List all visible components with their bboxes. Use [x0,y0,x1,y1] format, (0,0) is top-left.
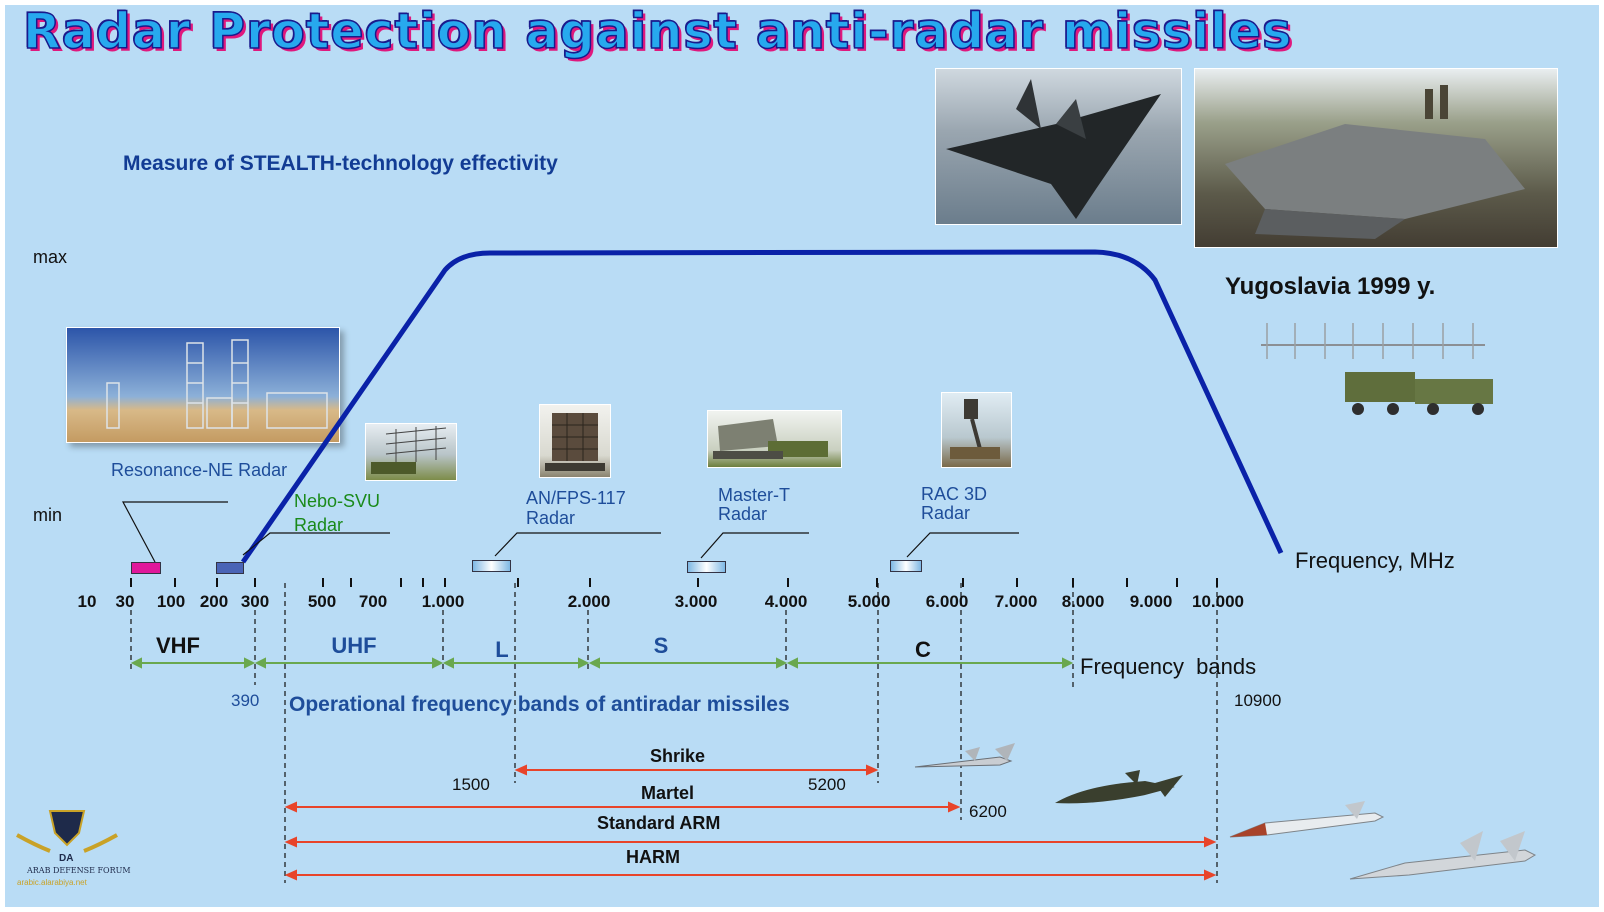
frequency-axis-label: Frequency, MHz [1295,548,1455,574]
range-high-label: 10900 [1234,691,1281,711]
resonance-ne-label: Resonance-NE Radar [111,460,287,480]
missiles-heading: Operational frequency bands of antiradar… [289,693,790,717]
martel-high-label: 6200 [969,802,1007,822]
frequency-axis [131,578,1217,587]
rac-3d-label: RAC 3D [921,484,987,504]
shrike-high-label: 5200 [808,775,846,795]
martel-missile-icon [1055,770,1183,803]
rac-3d-label-2: Radar [921,503,970,523]
tick-label: 7.000 [995,592,1038,612]
yugoslavia-caption: Yugoslavia 1999 y. [1225,273,1435,301]
missile-arrows [287,766,1214,879]
tick-label: 500 [308,592,336,612]
master-t-swatch [687,561,726,573]
band-c: C [915,637,931,663]
logo-mono: DA [59,853,73,864]
standard-arm-label: Standard ARM [597,813,720,834]
arab-defense-forum-logo [17,811,117,851]
nebo-svu-label-2: Radar [294,515,343,535]
band-l: L [495,637,508,663]
standard-arm-missile-icon [1230,801,1383,837]
band-s: S [654,633,669,659]
tick-label: 9.000 [1130,592,1173,612]
tick-label: 5.000 [848,592,891,612]
nebo-svu-label: Nebo-SVU [294,491,380,511]
martel-label: Martel [641,783,694,804]
tick-label: 8.000 [1062,592,1105,612]
tick-label: 3.000 [675,592,718,612]
band-vhf: VHF [156,633,200,659]
band-uhf: UHF [331,633,376,659]
tick-label: 1.000 [422,592,465,612]
diagram-canvas [5,5,1599,907]
tick-label: 10 [78,592,97,612]
tick-label: 200 [200,592,228,612]
tick-label: 10.000 [1192,592,1244,612]
slide: { "title": "Radar Protection against ant… [5,5,1599,907]
tick-label: 30 [116,592,135,612]
tick-label: 6.000 [926,592,969,612]
range-low-label: 390 [231,691,259,711]
logo-line1: ARAB DEFENSE FORUM [27,866,131,875]
frequency-bands-label: Frequency bands [1080,654,1256,680]
an-fps-117-swatch [472,560,511,572]
tick-label: 100 [157,592,185,612]
master-t-label-2: Radar [718,504,767,524]
nebo-svu-swatch [216,562,244,574]
master-t-label: Master-T [718,485,790,505]
shrike-label: Shrike [650,746,705,767]
rac-3d-swatch [890,560,922,572]
harm-label: HARM [626,847,680,868]
an-fps-117-label-2: Radar [526,508,575,528]
logo-line2: arabic.alarabiya.net [17,878,87,887]
min-label: min [33,505,62,526]
tick-label: 300 [241,592,269,612]
shrike-missile-icon [915,743,1015,767]
an-fps-117-label: AN/FPS-117 [526,488,626,508]
harm-missile-icon [1350,831,1535,879]
tick-label: 2.000 [568,592,611,612]
max-label: max [33,247,67,268]
resonance-swatch [131,562,161,574]
tick-label: 700 [359,592,387,612]
tick-label: 4.000 [765,592,808,612]
shrike-low-label: 1500 [452,775,490,795]
